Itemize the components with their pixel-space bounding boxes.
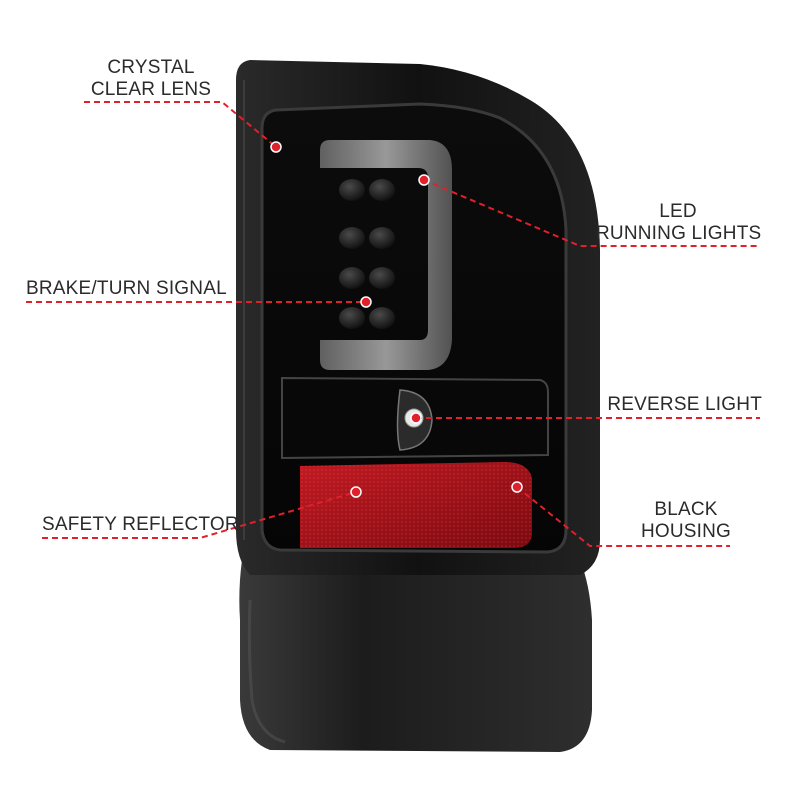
- label-black-line1: BLACK: [654, 499, 718, 520]
- label-safety-reflector: SAFETY REFLECTOR: [42, 514, 239, 536]
- dot-reverse-light: [410, 412, 422, 424]
- label-reverse-line1: REVERSE LIGHT: [607, 394, 762, 415]
- label-reverse-light: REVERSE LIGHT: [590, 394, 762, 416]
- label-led-line1: LED: [659, 201, 697, 222]
- dot-crystal-clear-lens: [270, 141, 282, 153]
- dot-brake-turn: [360, 296, 372, 308]
- callout-line-crystal-clear-lens: [84, 101, 277, 148]
- dot-led-running-lights: [418, 174, 430, 186]
- led-light-bar: [320, 140, 452, 370]
- label-brake-turn-signal: BRAKE/TURN SIGNAL: [26, 278, 227, 300]
- led-cluster: [339, 179, 395, 329]
- callout-line-black-housing: [516, 486, 730, 547]
- label-safety-line1: SAFETY REFLECTOR: [42, 514, 239, 535]
- label-black-line2: HOUSING: [640, 521, 732, 542]
- label-led-line2: RUNNING LIGHTS: [596, 223, 762, 244]
- label-crystal-line1: CRYSTAL: [107, 57, 195, 78]
- housing-base: [239, 560, 593, 752]
- dot-safety-reflector: [350, 486, 362, 498]
- label-black-housing: BLACK HOUSING: [636, 499, 736, 543]
- label-brake-line1: BRAKE/TURN SIGNAL: [26, 278, 227, 299]
- housing-base-highlight: [247, 599, 286, 744]
- callout-lines: [26, 101, 760, 547]
- label-led-running-lights: LED RUNNING LIGHTS: [596, 201, 762, 245]
- callout-dots: [270, 141, 523, 498]
- label-crystal-line2: CLEAR LENS: [90, 79, 212, 100]
- dot-black-housing: [511, 481, 523, 493]
- callout-line-safety-reflector: [42, 491, 357, 539]
- label-crystal-clear-lens: CRYSTAL CLEAR LENS: [86, 57, 216, 101]
